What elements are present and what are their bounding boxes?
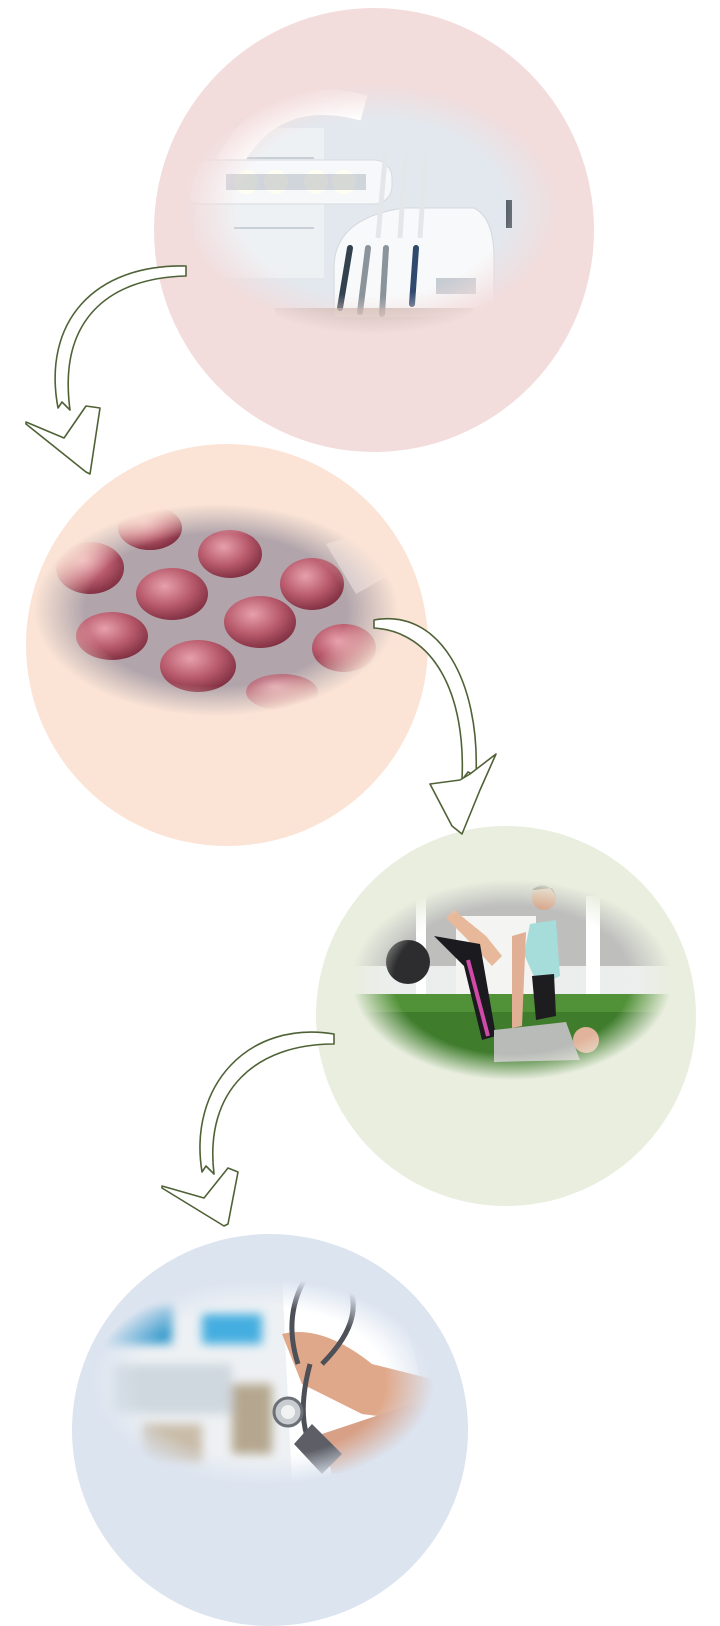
doctor-stethoscope-image bbox=[72, 1234, 468, 1626]
pills-blister-image bbox=[26, 444, 428, 846]
curved-arrow-2 bbox=[370, 612, 520, 842]
doctor-stethoscope-photo-circle bbox=[72, 1234, 468, 1626]
dental-chair-image bbox=[154, 8, 594, 452]
physiotherapy-image bbox=[316, 826, 696, 1206]
dental-chair-photo-circle bbox=[154, 8, 594, 452]
physiotherapy-photo-circle bbox=[316, 826, 696, 1206]
curved-arrow-1 bbox=[20, 262, 200, 498]
curved-arrow-3 bbox=[158, 1026, 348, 1250]
pills-photo-circle bbox=[26, 444, 428, 846]
